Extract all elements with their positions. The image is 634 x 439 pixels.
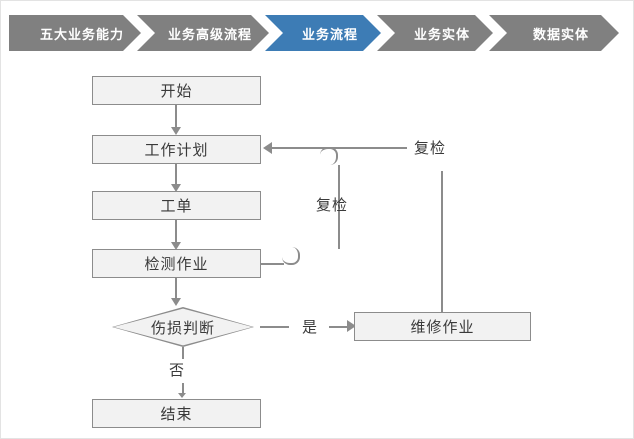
connector-inspection-to-decision xyxy=(175,278,177,300)
connector-decision-no-segment-1 xyxy=(182,347,184,359)
connector-work-order-to-inspection xyxy=(175,220,177,244)
edge-label-no: 否 xyxy=(169,362,186,379)
node-start-label: 开始 xyxy=(160,83,193,100)
arrowhead-decision-to-repair xyxy=(347,320,356,332)
breadcrumb-item-5-label: 数据实体 xyxy=(532,26,589,42)
breadcrumb-item-4[interactable]: 业务实体 xyxy=(377,15,493,51)
connector-recheck-inner-corner-bottom xyxy=(282,247,300,265)
node-start[interactable]: 开始 xyxy=(92,76,261,105)
edge-label-recheck-inner: 复检 xyxy=(316,197,349,214)
node-decision-label: 伤损判断 xyxy=(150,319,215,337)
node-decision[interactable]: 伤损判断 xyxy=(112,307,254,347)
connector-decision-yes-segment-1 xyxy=(260,326,289,328)
connector-start-to-work-plan xyxy=(175,105,177,129)
connector-decision-no-segment-2 xyxy=(182,383,184,395)
node-work-plan[interactable]: 工作计划 xyxy=(92,135,261,164)
edge-label-recheck-outer: 复检 xyxy=(414,140,447,157)
connector-recheck-inner-vertical xyxy=(338,165,340,249)
connector-recheck-outer-vertical xyxy=(441,171,443,312)
node-repair[interactable]: 维修作业 xyxy=(354,312,531,341)
node-work-order[interactable]: 工单 xyxy=(92,191,261,220)
arrowhead-no-to-end xyxy=(178,393,186,398)
breadcrumb-item-4-label: 业务实体 xyxy=(413,26,470,42)
node-repair-label: 维修作业 xyxy=(410,319,475,336)
breadcrumb-item-1[interactable]: 五大业务能力 xyxy=(9,15,141,51)
node-work-plan-label: 工作计划 xyxy=(144,142,209,159)
node-inspection-label: 检测作业 xyxy=(144,256,209,273)
breadcrumb-item-3-active[interactable]: 业务流程 xyxy=(265,15,381,51)
breadcrumb-item-1-label: 五大业务能力 xyxy=(39,26,124,42)
arrowhead-recheck-to-work-plan xyxy=(263,142,272,154)
edge-label-yes: 是 xyxy=(302,319,319,336)
arrowhead-work-plan-to-work-order xyxy=(171,184,181,192)
arrowhead-start-to-work-plan xyxy=(171,127,181,135)
breadcrumb-item-2-label: 业务高级流程 xyxy=(167,26,252,42)
breadcrumb-item-5[interactable]: 数据实体 xyxy=(489,15,619,51)
arrowhead-inspection-to-decision xyxy=(171,298,181,306)
connector-decision-yes-segment-2 xyxy=(329,326,351,328)
connector-recheck-into-work-plan xyxy=(272,147,407,149)
breadcrumb-item-3-label: 业务流程 xyxy=(301,26,358,42)
node-end[interactable]: 结束 xyxy=(92,399,261,428)
connector-recheck-inner-bottom xyxy=(261,263,284,265)
connector-work-plan-to-work-order xyxy=(175,164,177,186)
breadcrumb-item-2[interactable]: 业务高级流程 xyxy=(137,15,269,51)
connector-recheck-inner-corner-top xyxy=(320,147,338,165)
node-inspection[interactable]: 检测作业 xyxy=(92,249,261,278)
node-work-order-label: 工单 xyxy=(160,198,193,215)
arrowhead-work-order-to-inspection xyxy=(171,242,181,250)
node-end-label: 结束 xyxy=(160,406,193,423)
